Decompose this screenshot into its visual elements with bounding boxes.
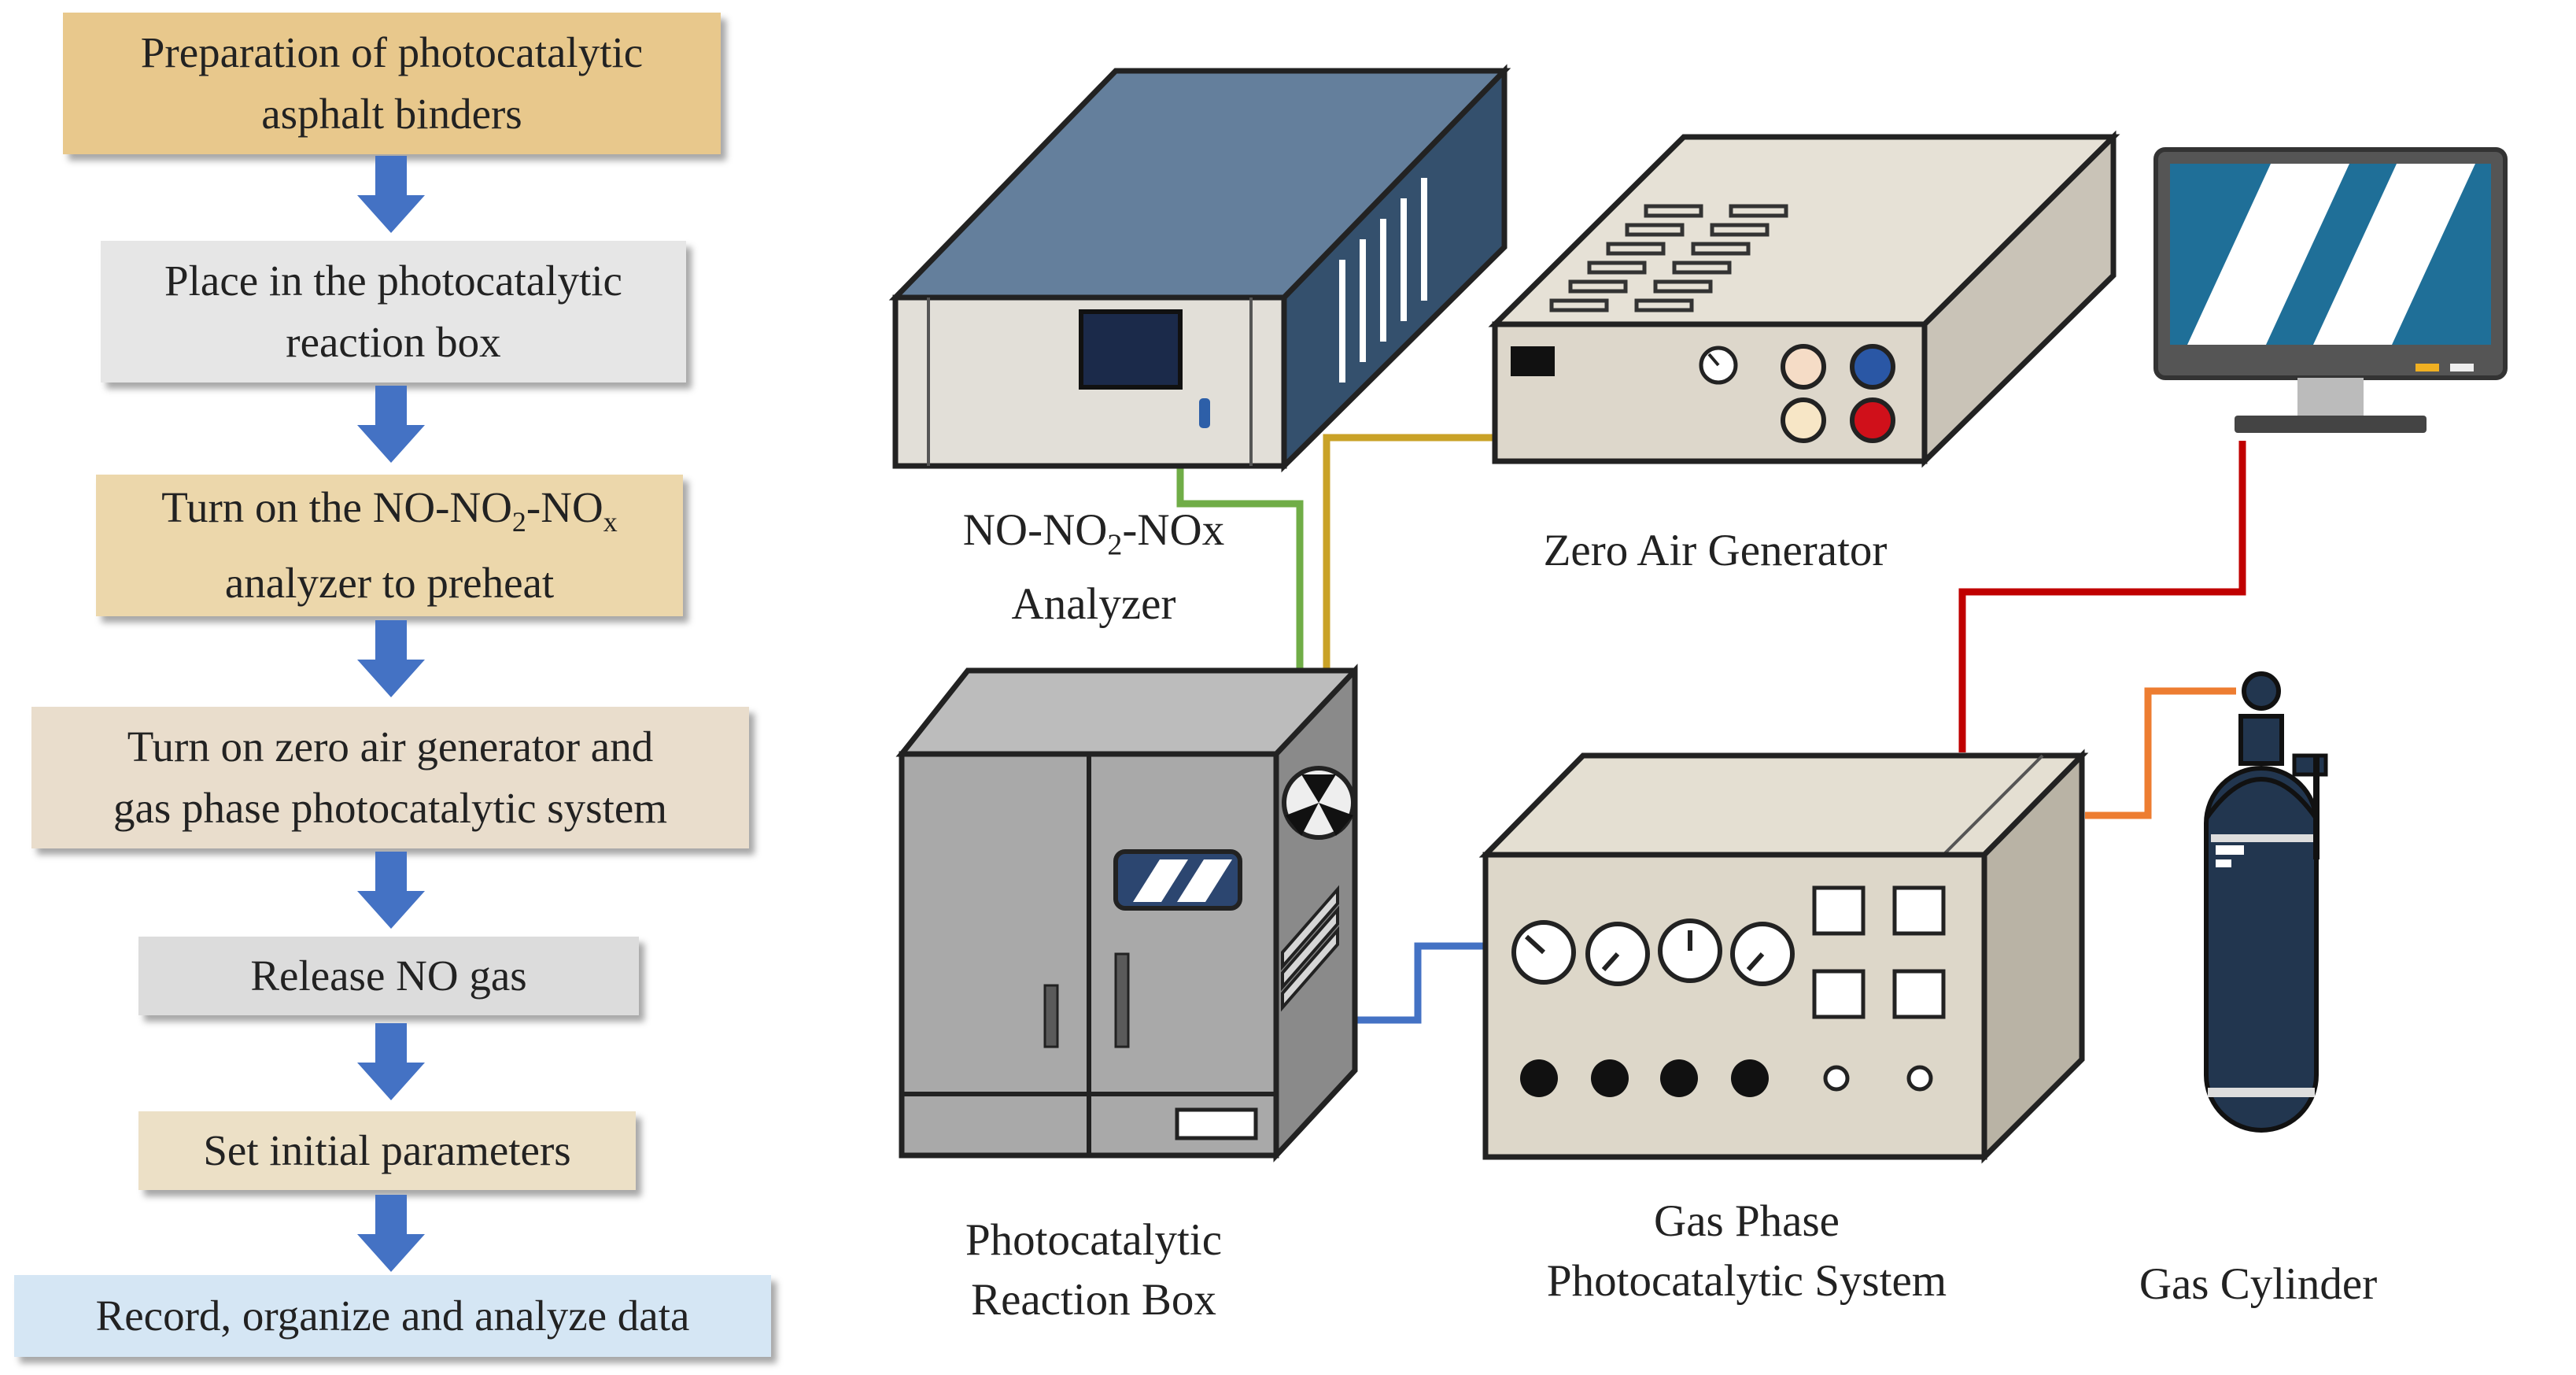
reaction-box-label: Photocatalytic Reaction Box: [913, 1211, 1275, 1330]
step-place-in-box: Place in the photocatalytic reaction box: [101, 241, 686, 383]
step-text: gas phase photocatalytic system: [113, 784, 668, 832]
subscript: 2: [1107, 528, 1123, 562]
zero-air-link-line: [1323, 434, 1495, 677]
monitor-link-line: [1958, 441, 2246, 752]
down-arrow-icon: [357, 156, 425, 233]
label-text: Analyzer: [1011, 579, 1176, 630]
step-prepare-binders: Preparation of photocatalytic asphalt bin…: [63, 13, 721, 154]
label-text: Reaction Box: [971, 1275, 1216, 1325]
step-set-parameters: Set initial parameters: [138, 1111, 636, 1190]
cylinder-link-line: [2085, 687, 2236, 819]
step-text: Release NO gas: [250, 952, 527, 1000]
step-record-data: Record, organize and analyze data: [14, 1275, 771, 1357]
monitor-icon: [2153, 147, 2508, 433]
subscript: 2: [511, 506, 526, 538]
step-release-gas: Release NO gas: [138, 937, 639, 1015]
step-text: asphalt binders: [261, 90, 522, 138]
gas-phase-system-label: Gas Phase Photocatalytic System: [1495, 1192, 1998, 1311]
gas-cylinder-icon: [2204, 671, 2328, 1133]
step-text: -NO: [526, 483, 603, 531]
step-turn-on-systems: Turn on zero air generator and gas phase …: [31, 707, 749, 848]
label-text: Photocatalytic: [965, 1215, 1223, 1265]
down-arrow-icon: [357, 1023, 425, 1100]
gas-phase-system-device: [1478, 748, 2089, 1164]
step-preheat-analyzer: Turn on the NO-NO2-NOx analyzer to prehea…: [96, 475, 683, 616]
zero-air-generator-label: Zero Air Generator: [1495, 521, 1936, 581]
reaction-box-device: [895, 663, 1358, 1162]
analyzer-link-line: [1176, 464, 1304, 677]
analyzer-device: [888, 64, 1511, 473]
down-arrow-icon: [357, 1195, 425, 1272]
step-text: Set initial parameters: [203, 1126, 571, 1174]
step-text: analyzer to preheat: [224, 559, 555, 607]
step-text: Turn on zero air generator and: [127, 723, 654, 771]
label-text: NO-NO: [962, 505, 1108, 555]
box-link-line: [1355, 942, 1485, 1024]
down-arrow-icon: [357, 852, 425, 929]
label-text: Gas Cylinder: [2139, 1259, 2378, 1309]
label-text: Zero Air Generator: [1543, 526, 1888, 575]
label-text: Gas Phase: [1654, 1196, 1840, 1246]
subscript: x: [603, 506, 618, 538]
zero-air-generator-device: [1488, 130, 2120, 468]
step-text: Turn on the NO-NO: [161, 483, 512, 531]
analyzer-label: NO-NO2-NOx Analyzer: [913, 501, 1275, 634]
down-arrow-icon: [357, 386, 425, 463]
step-text: Record, organize and analyze data: [95, 1292, 690, 1340]
step-text: Preparation of photocatalytic: [140, 28, 644, 76]
step-text: Place in the photocatalytic: [164, 257, 622, 305]
step-text: reaction box: [286, 318, 501, 366]
label-text: Photocatalytic System: [1546, 1256, 1947, 1306]
down-arrow-icon: [357, 620, 425, 697]
gas-cylinder-label: Gas Cylinder: [2077, 1255, 2439, 1314]
label-text: -NOx: [1122, 505, 1225, 555]
